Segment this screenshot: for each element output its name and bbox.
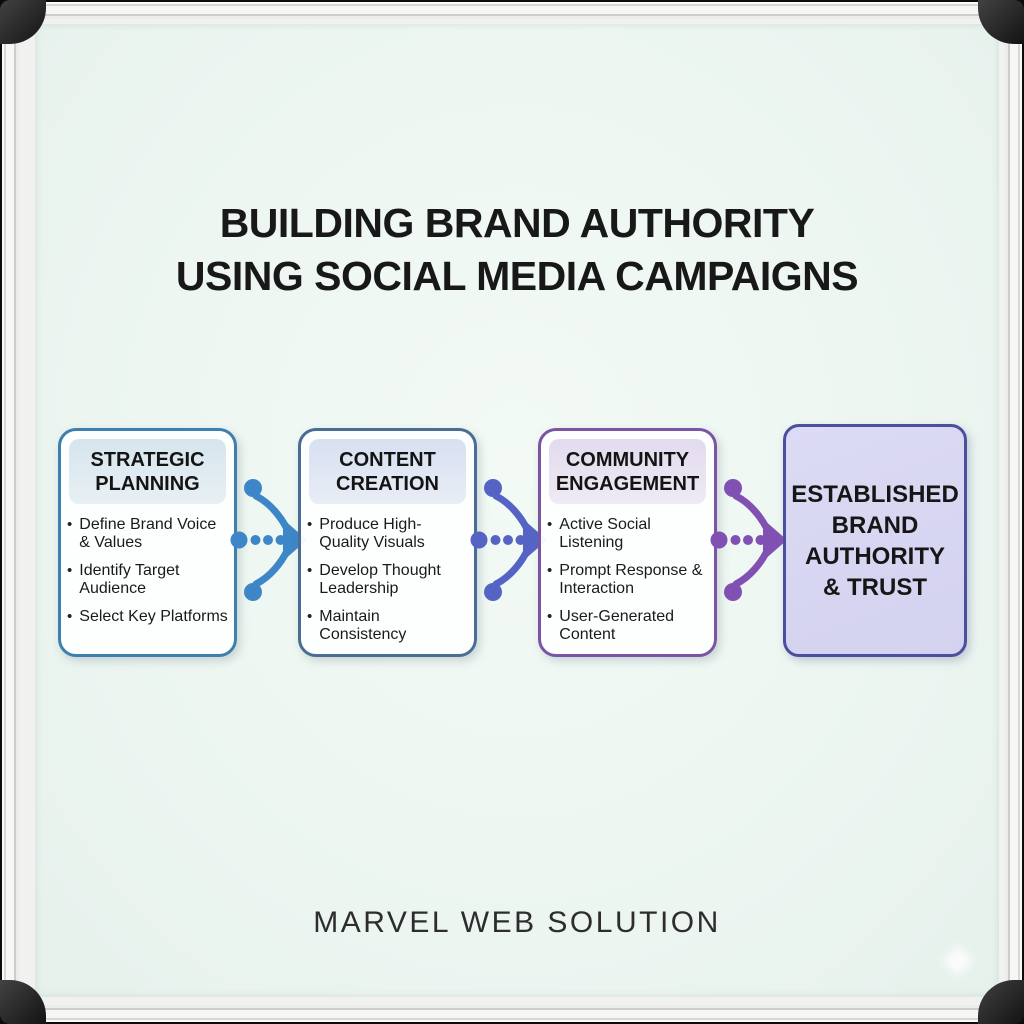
bullet-dot-icon: • xyxy=(307,516,313,533)
whiteboard-surface: BUILDING BRAND AUTHORITY USING SOCIAL ME… xyxy=(35,24,999,997)
arrow-branch-dot-bottom xyxy=(244,583,262,601)
title-line-1: BUILDING BRAND AUTHORITY xyxy=(219,200,815,247)
step-header-content-creation: CONTENT CREATION xyxy=(309,439,466,504)
step-title-line: PLANNING xyxy=(95,473,200,495)
bullet-dot-icon: • xyxy=(547,516,553,533)
diagram-title: BUILDING BRAND AUTHORITY USING SOCIAL ME… xyxy=(35,197,999,303)
step-box-content-creation: CONTENT CREATION • Produce High-Quality V… xyxy=(298,428,477,657)
bullet-text: Develop Thought Leadership xyxy=(319,562,441,597)
arrowhead xyxy=(283,519,307,561)
bullet-item: • Active Social Listening xyxy=(547,516,710,552)
converging-arrow-icon xyxy=(710,479,787,601)
bullet-dot-icon: • xyxy=(67,608,73,625)
arrow-start-dot xyxy=(230,531,248,549)
result-line: BRAND xyxy=(831,511,919,539)
bullet-dot-icon: • xyxy=(67,562,73,579)
result-box-established-brand-authority: ESTABLISHED BRAND AUTHORITY & TRUST xyxy=(783,424,967,657)
bullet-text: Active Social Listening xyxy=(559,516,651,551)
arrow-branch-dot-top xyxy=(484,479,502,497)
bullet-item: • Produce High-Quality Visuals xyxy=(307,516,470,552)
arrow-start-dot xyxy=(470,531,488,549)
step-box-strategic-planning: STRATEGIC PLANNING • Define Brand Voice &… xyxy=(58,428,237,657)
step-bullet-list: • Produce High-Quality Visuals • Develop T… xyxy=(307,516,470,644)
bullet-dot-icon: • xyxy=(547,562,553,579)
step-title-line: CONTENT xyxy=(339,449,436,471)
step-title-line: COMMUNITY xyxy=(565,449,690,471)
step-bullet-list: • Active Social Listening • Prompt Respons… xyxy=(547,516,710,644)
bullet-item: • Define Brand Voice & Values xyxy=(67,516,230,552)
bullet-item: • Select Key Platforms xyxy=(67,608,230,626)
bullet-dot-icon: • xyxy=(307,562,313,579)
bullet-dot-icon: • xyxy=(547,608,553,625)
arrowhead xyxy=(763,519,787,561)
step-bullet-list: • Define Brand Voice & Values • Identify T… xyxy=(67,516,230,626)
step-title-line: CREATION xyxy=(336,473,439,495)
bullet-text: User-Generated Content xyxy=(559,608,674,643)
bullet-dot-icon: • xyxy=(67,516,73,533)
bullet-item: • Prompt Response & Interaction xyxy=(547,562,710,598)
converging-arrow-icon xyxy=(230,479,307,601)
step-box-community-engagement: COMMUNITY ENGAGEMENT • Active Social List… xyxy=(538,428,717,657)
bullet-text: Produce High-Quality Visuals xyxy=(319,516,425,551)
step-title-line: STRATEGIC xyxy=(90,449,205,471)
bullet-text: Maintain Consistency xyxy=(319,608,407,643)
bullet-item: • Identify Target Audience xyxy=(67,562,230,598)
bullet-item: • Develop Thought Leadership xyxy=(307,562,470,598)
result-line: & TRUST xyxy=(823,573,927,601)
arrow-start-dot xyxy=(710,531,728,549)
bullet-text: Define Brand Voice & Values xyxy=(79,516,217,551)
bullet-item: • Maintain Consistency xyxy=(307,608,470,644)
bullet-text: Prompt Response & Interaction xyxy=(559,562,703,597)
bullet-item: • User-Generated Content xyxy=(547,608,710,644)
step-title-line: ENGAGEMENT xyxy=(555,473,700,495)
arrowhead xyxy=(523,519,547,561)
sparkle-glare xyxy=(942,945,974,977)
brand-footer: MARVEL WEB SOLUTION xyxy=(313,906,721,939)
arrow-branch-dot-bottom xyxy=(724,583,742,601)
bullet-dot-icon: • xyxy=(307,608,313,625)
bullet-text: Identify Target Audience xyxy=(79,562,180,597)
arrow-branch-dot-top xyxy=(244,479,262,497)
step-header-community-engagement: COMMUNITY ENGAGEMENT xyxy=(549,439,706,504)
step-header-strategic-planning: STRATEGIC PLANNING xyxy=(69,439,226,504)
result-line: ESTABLISHED xyxy=(791,480,959,508)
arrow-branch-dot-bottom xyxy=(484,583,502,601)
result-line: AUTHORITY xyxy=(805,542,945,570)
converging-arrow-icon xyxy=(470,479,547,601)
arrow-branch-dot-top xyxy=(724,479,742,497)
bullet-text: Select Key Platforms xyxy=(79,608,228,625)
title-line-2: USING SOCIAL MEDIA CAMPAIGNS xyxy=(175,253,859,300)
